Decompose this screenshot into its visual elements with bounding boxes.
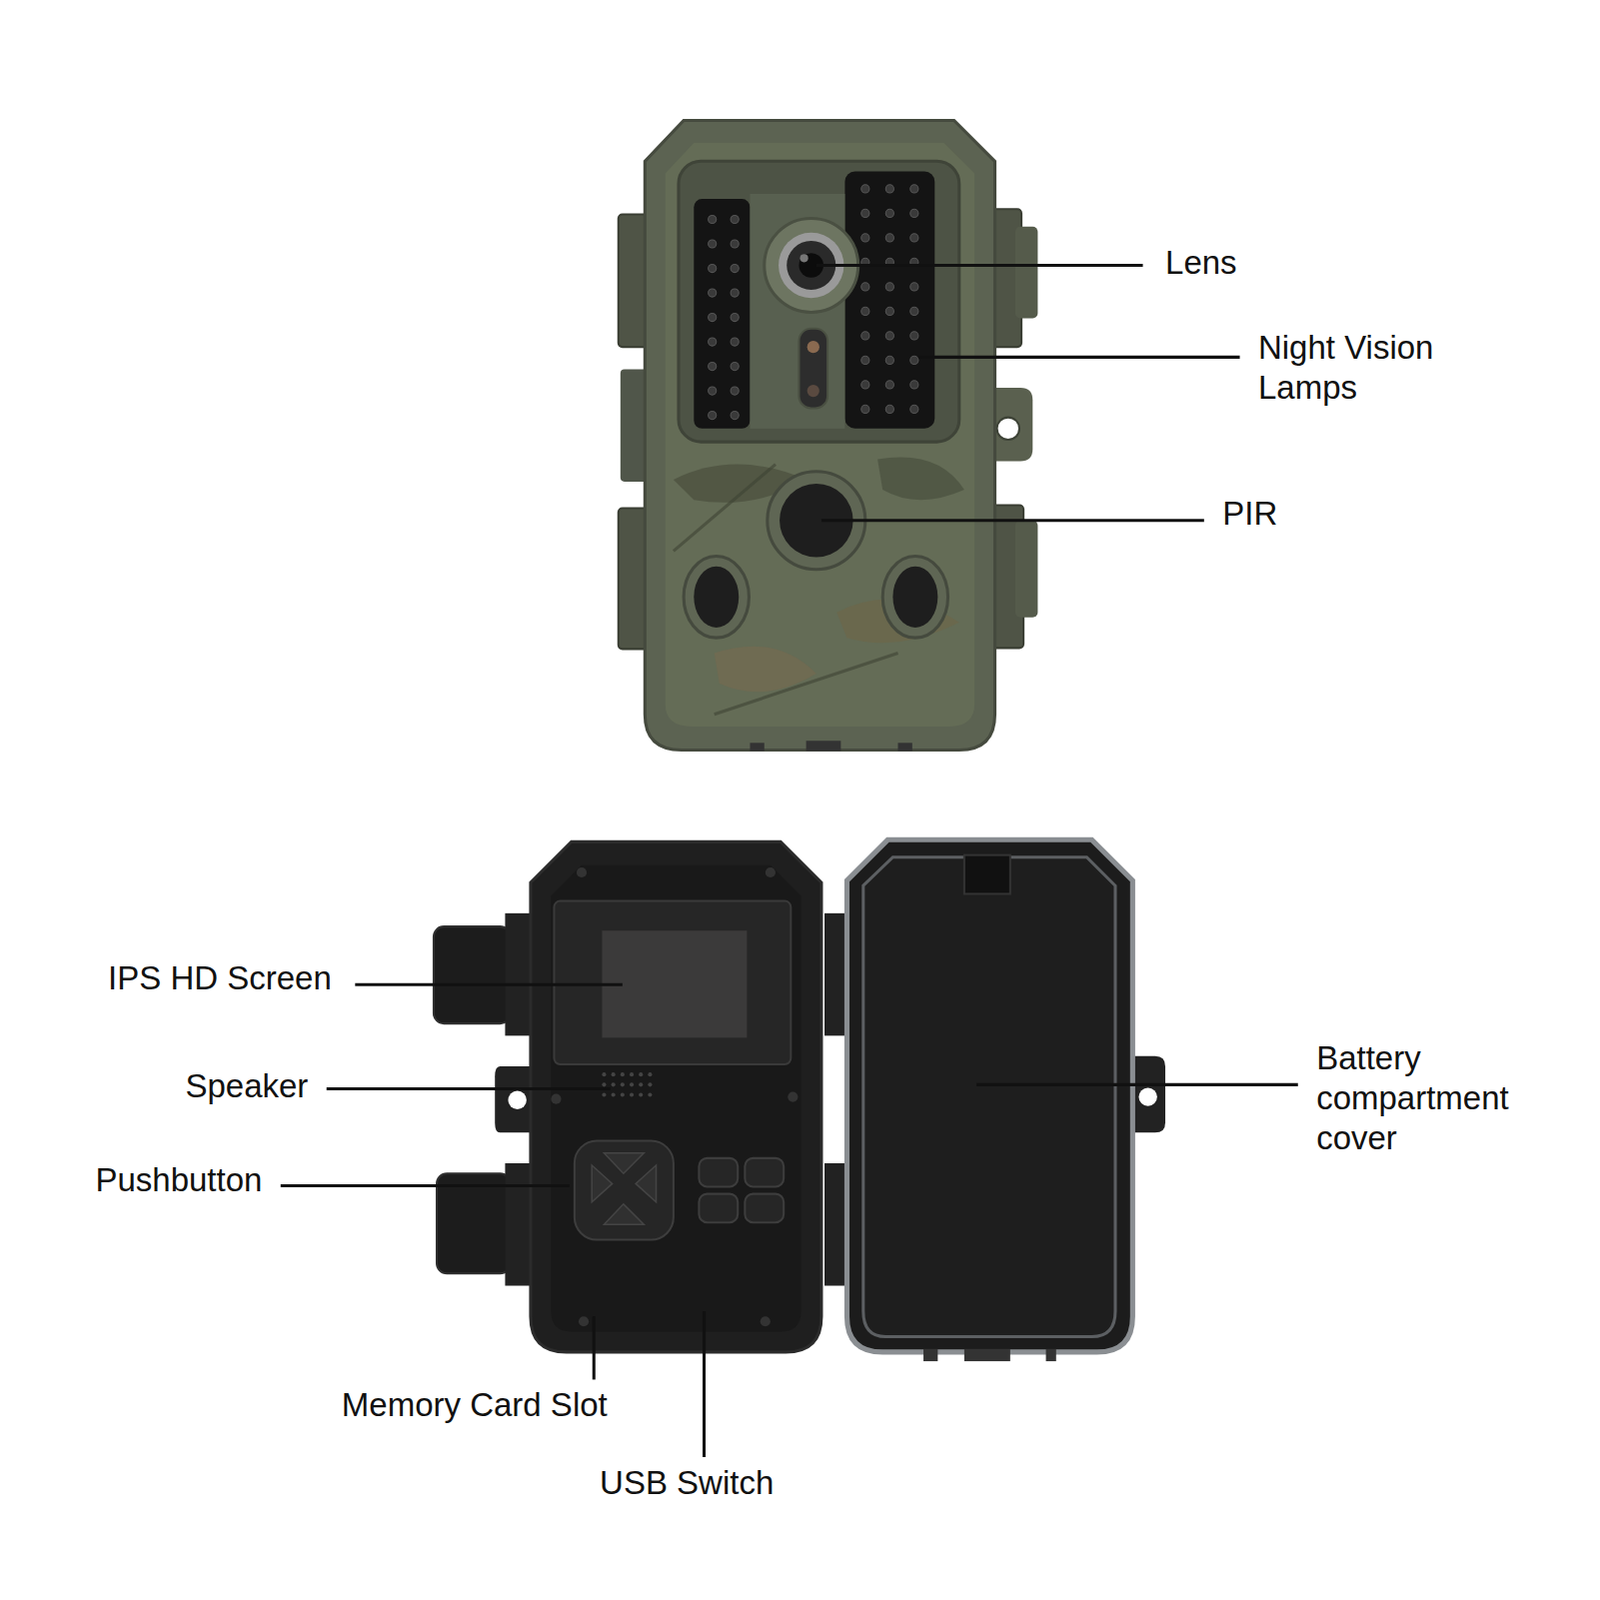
part-label: Night Vision Lamps (1258, 327, 1484, 408)
led-dot (885, 208, 894, 217)
part-label: Pushbutton (94, 1160, 262, 1201)
led-dot (885, 355, 894, 364)
led-dot (861, 233, 870, 242)
speaker-hole (638, 1093, 643, 1098)
speaker-hole (647, 1093, 652, 1098)
led-dot (885, 331, 894, 340)
led-dot (861, 282, 870, 291)
led-dot (861, 380, 870, 389)
part-label: Battery compartment cover (1316, 1038, 1552, 1159)
led-dot (730, 386, 739, 395)
led-dot (730, 239, 739, 248)
led-dot (730, 337, 739, 346)
led-dot (861, 355, 870, 364)
speaker-hole (647, 1082, 652, 1087)
led-dot (910, 404, 919, 413)
led-dot (885, 184, 894, 193)
speaker-hole (629, 1093, 634, 1098)
led-dot (910, 208, 919, 217)
led-dot (708, 337, 717, 346)
led-dot (730, 361, 739, 370)
speaker-hole (629, 1072, 634, 1077)
led-dot (910, 355, 919, 364)
led-dot (910, 233, 919, 242)
led-dot (730, 214, 739, 223)
led-dot (730, 410, 739, 419)
led-dot (708, 410, 717, 419)
led-dot (910, 380, 919, 389)
led-dot (861, 306, 870, 315)
led-dot (730, 288, 739, 297)
speaker-hole (611, 1093, 616, 1098)
led-dot (708, 288, 717, 297)
part-label: Speaker (184, 1066, 308, 1107)
speaker-hole (638, 1082, 643, 1087)
speaker-hole (601, 1072, 606, 1077)
led-dot (861, 331, 870, 340)
speaker-hole (620, 1093, 625, 1098)
led-dot (708, 312, 717, 321)
led-dot (861, 208, 870, 217)
led-dot (861, 404, 870, 413)
led-dot (708, 263, 717, 272)
camera-back (433, 839, 1166, 1362)
led-dot (708, 386, 717, 395)
led-dot (885, 404, 894, 413)
part-label: Memory Card Slot (341, 1385, 608, 1426)
speaker-hole (601, 1082, 606, 1087)
led-dot (885, 282, 894, 291)
led-dot (910, 282, 919, 291)
led-dot (861, 184, 870, 193)
speaker-hole (629, 1082, 634, 1087)
speaker-hole (638, 1072, 643, 1077)
led-dot (730, 312, 739, 321)
speaker-hole (611, 1072, 616, 1077)
led-dot (708, 239, 717, 248)
speaker-hole (620, 1082, 625, 1087)
speaker-hole (620, 1072, 625, 1077)
part-label: USB Switch (599, 1463, 774, 1504)
led-dot (885, 306, 894, 315)
speaker-hole (611, 1082, 616, 1087)
speaker-hole (601, 1093, 606, 1098)
part-label: IPS HD Screen (107, 958, 332, 999)
led-dot (885, 233, 894, 242)
part-label: Lens (1165, 242, 1238, 283)
led-dot (730, 263, 739, 272)
speaker-hole (647, 1072, 652, 1077)
led-dot (910, 331, 919, 340)
led-dot (708, 361, 717, 370)
part-label: PIR (1222, 493, 1278, 534)
led-dot (910, 306, 919, 315)
camera-front (618, 119, 1039, 751)
led-dot (708, 214, 717, 223)
led-dot (885, 380, 894, 389)
led-dot (910, 184, 919, 193)
leader-lines (280, 264, 1299, 1458)
